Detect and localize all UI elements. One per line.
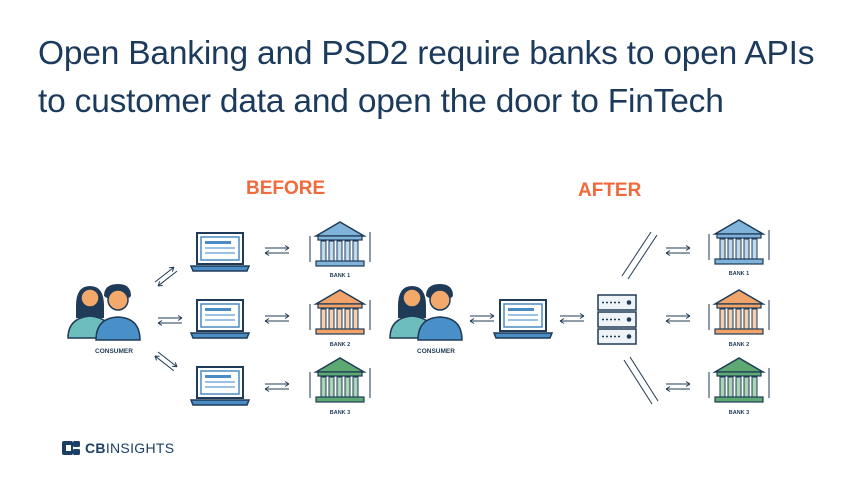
before-arrow-down	[152, 349, 179, 374]
after-consumer	[389, 283, 463, 341]
after-link-server-down	[623, 356, 659, 405]
before-consumer-label: CONSUMER	[95, 348, 133, 355]
before-laptop-2	[190, 299, 250, 339]
after-link-3	[665, 381, 691, 392]
after-bank-1-icon	[708, 219, 770, 265]
after-link-2	[665, 313, 691, 324]
before-bank-1-icon	[309, 221, 371, 267]
after-link-consumer-laptop	[469, 313, 495, 324]
before-laptop-3	[190, 366, 250, 406]
before-arrow-mid	[157, 315, 183, 326]
before-bank-1-label: BANK 1	[330, 273, 350, 279]
after-bank-3-label: BANK 3	[729, 410, 749, 416]
before-arrow-up	[152, 264, 180, 289]
after-link-server-up	[621, 231, 658, 280]
before-link-2	[264, 313, 290, 324]
title-line-1: Open Banking and PSD2 require banks to o…	[38, 35, 815, 72]
brand-mark-text: CB	[85, 440, 106, 456]
after-bank-3-icon	[708, 357, 770, 403]
before-bank-2-icon	[309, 289, 371, 335]
before-laptop-1	[190, 232, 250, 272]
brand-name-text: INSIGHTS	[105, 440, 175, 456]
cbinsights-logo: CBINSIGHTS	[62, 440, 174, 456]
before-link-3	[264, 381, 290, 392]
after-link-1	[665, 245, 691, 256]
before-bank-3-icon	[309, 357, 371, 403]
after-bank-2-label: BANK 2	[729, 342, 749, 348]
title-line-2: to customer data and open the door to Fi…	[38, 83, 724, 120]
after-bank-2-icon	[708, 289, 770, 335]
after-consumer-label: CONSUMER	[417, 348, 455, 355]
before-heading: BEFORE	[246, 178, 326, 199]
page-title: Open Banking and PSD2 require banks to o…	[38, 30, 838, 126]
cbinsights-mark-icon	[62, 441, 80, 455]
after-link-laptop-server	[559, 313, 585, 324]
before-consumer	[67, 283, 141, 341]
after-bank-1-label: BANK 1	[729, 271, 749, 277]
after-heading: AFTER	[578, 180, 642, 201]
before-bank-2-label: BANK 2	[330, 342, 350, 348]
before-bank-3-label: BANK 3	[330, 410, 350, 416]
before-link-1	[264, 245, 290, 256]
after-server-icon	[597, 294, 637, 345]
after-laptop	[493, 299, 553, 339]
